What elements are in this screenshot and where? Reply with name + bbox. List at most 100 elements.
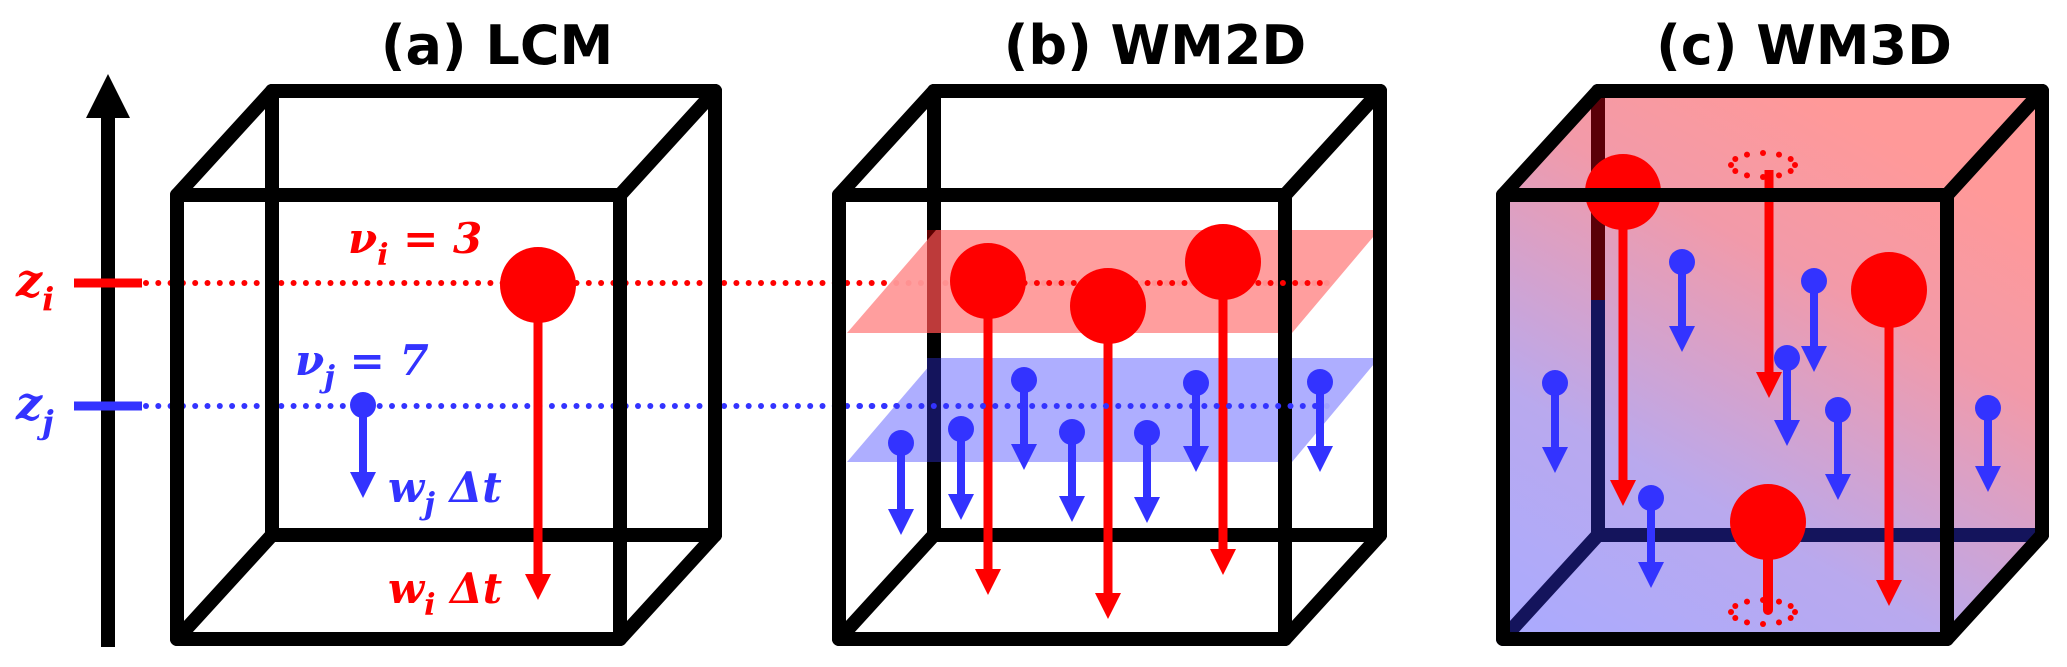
z-i-level-dot (339, 280, 346, 286)
z-j-level-dot (499, 403, 506, 409)
z-i-level-dot (782, 280, 789, 286)
z-j-level-overlay-dot (1127, 403, 1134, 409)
red-particle-3-arrowhead-icon (1210, 549, 1236, 575)
bottom-boundary-ellipse-dot (1776, 598, 1782, 605)
z-axis: zi zj (15, 74, 142, 647)
z-i-level-dot (389, 280, 395, 286)
z-i-level-overlay-dot (1021, 280, 1028, 286)
z-i-level-dot (241, 280, 248, 286)
z-j-level-overlay-dot (857, 403, 863, 409)
top-boundary-ellipse-dot (1744, 172, 1750, 179)
top-boundary-ellipse-dot (1732, 156, 1739, 162)
blue-particle-5-ball (1134, 420, 1160, 446)
z-i-level-overlay-dot (1144, 280, 1151, 286)
z-i-level-overlay-dot (1009, 280, 1016, 286)
z-i-level-dot (216, 280, 223, 286)
z-i-level-dot (475, 280, 482, 286)
nu-j-label: νj = 7 (295, 336, 429, 395)
z-j-level-dot (278, 403, 285, 409)
z-i-level-dot (794, 280, 801, 286)
cube-bottom-right-depth-edge (1940, 528, 2049, 646)
z-j-level-overlay-dot (1226, 403, 1232, 409)
z-i-level-dot (327, 280, 334, 286)
z-j-level-dot (561, 403, 568, 409)
z-j-level-overlay-dot (1152, 403, 1159, 409)
blue-particle-7-ball (1975, 395, 2001, 421)
z-j-level-dot (339, 403, 346, 409)
z-i-level-dot (598, 280, 605, 286)
z-j-level-dot (770, 403, 777, 409)
red-particle-2-arrowhead-icon (1095, 593, 1121, 619)
z-i-level-overlay-dot (1206, 280, 1213, 286)
z-i-level-dot (721, 280, 728, 286)
z-j-level-dot (143, 403, 149, 409)
z-i-level-dot (585, 280, 592, 286)
z-j-level-dot (438, 403, 445, 409)
nu-i-label: νi = 3 (348, 214, 482, 273)
z-i-level-overlay-dot (1120, 280, 1126, 286)
z-i-level-dot (770, 280, 777, 286)
z-i-level-overlay-dot (1230, 280, 1237, 286)
z-j-level-dot (302, 403, 309, 409)
z-i-level-dot (487, 280, 494, 286)
bottom-boundary-ellipse-dot (1744, 598, 1750, 605)
panel-a-title: (a) LCM (381, 14, 613, 77)
z-j-level-dot (241, 403, 248, 409)
back-edge-through-red-plane (927, 230, 941, 333)
blue-particle-2-ball (948, 416, 974, 442)
cube-bottom-right-depth-edge (1278, 528, 1387, 646)
blue-particle-2-arrowhead-icon (1669, 326, 1695, 352)
z-j-level-overlay-dot (1164, 403, 1171, 409)
z-i-level-overlay-dot (1267, 280, 1274, 286)
z-j-level-overlay-dot (1312, 403, 1319, 409)
cube-top-left-depth-edge (170, 84, 279, 202)
z-j-level-overlay-dot (1201, 403, 1208, 409)
z-i-level-dot (647, 280, 654, 286)
w-j-dt-label: wj Δt (388, 463, 502, 522)
z-j-level-dot (671, 403, 678, 409)
z-i-level-dot (253, 280, 260, 286)
red-particle-1-arrowhead-icon (1610, 480, 1636, 506)
z-j-level-dot (721, 403, 728, 409)
z-j-level-overlay-dot (1004, 403, 1011, 409)
blue-particle-5-arrowhead-icon (1134, 497, 1160, 523)
z-j-level-dot (598, 403, 605, 409)
bottom-boundary-ellipse-dot (1792, 609, 1798, 615)
z-j-level-overlay-dot (918, 403, 925, 409)
red-particle-arrowhead-icon (525, 574, 551, 600)
z-i-level-dot (819, 280, 826, 286)
z-i-level-dot (733, 280, 740, 286)
z-j-level-dot (401, 403, 408, 409)
z-j-level-overlay-dot (1016, 403, 1023, 409)
z-j-level-overlay-dot (1213, 403, 1220, 409)
z-j-level-overlay-dot (1189, 403, 1196, 409)
z-j-level-dot (819, 403, 826, 409)
bottom-boundary-ellipse-dot (1732, 603, 1739, 609)
panel-c-title: (c) WM3D (1656, 14, 1952, 77)
z-j-level-overlay-dot (1262, 403, 1269, 409)
z-j-level-overlay-dot (1250, 403, 1257, 409)
red-particle-2-arrowhead-icon (1876, 580, 1902, 606)
blue-particle-6-ball (1825, 397, 1851, 423)
top-boundary-ellipse-dot (1792, 162, 1798, 168)
z-j-level-dot (425, 403, 432, 409)
z-i-level-dot (684, 280, 691, 286)
panel-b-title: (b) WM2D (1004, 14, 1307, 77)
blue-particle-2-ball (1669, 249, 1695, 275)
top-boundary-ellipse-dot (1744, 151, 1750, 158)
blue-particle-arrowhead-icon (350, 472, 376, 498)
z-i-level-dot (696, 280, 703, 286)
z-i-level-overlay-dot (1255, 280, 1262, 286)
z-j-level-dot (413, 403, 420, 409)
z-j-level-overlay-dot (893, 403, 900, 409)
z-j-level-overlay-dot (1299, 403, 1306, 409)
z-j-level-overlay-dot (930, 403, 937, 409)
z-i-level-overlay-dot (1107, 280, 1114, 286)
cube-bottom-right-depth-edge (613, 528, 722, 646)
cube-bottom-left-depth-edge (832, 528, 941, 646)
cube-top-left-depth-edge (832, 84, 941, 202)
cube-top-right-depth-edge (1940, 84, 2049, 202)
z-j-level-overlay-dot (1139, 403, 1146, 409)
blue-particle-3-arrowhead-icon (1638, 562, 1664, 588)
w-i-dt-label: wi Δt (388, 564, 502, 623)
